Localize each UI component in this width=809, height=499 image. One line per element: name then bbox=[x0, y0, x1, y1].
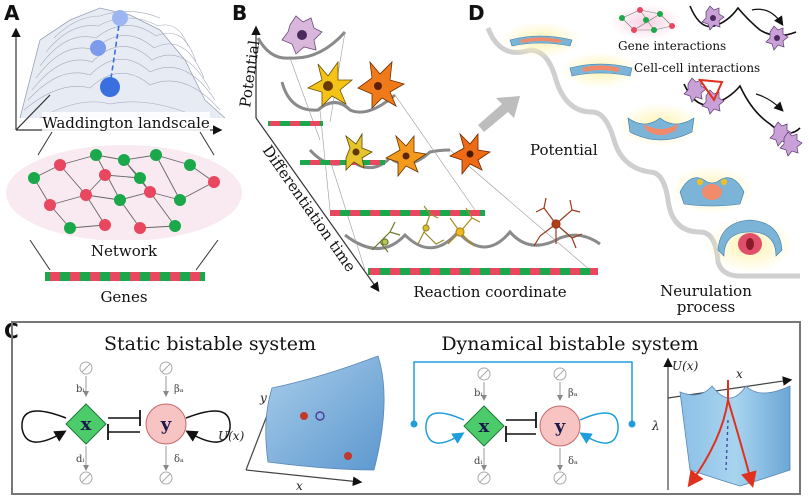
reaction-coordinate-label: Reaction coordinate bbox=[413, 283, 566, 301]
panel-label-d: D bbox=[468, 1, 485, 25]
gene-interactions-label: Gene interactions bbox=[618, 39, 726, 53]
rate-beta-dynamic: βₐ bbox=[568, 388, 578, 399]
dynamic-axis-u: U(x) bbox=[672, 359, 699, 373]
gene-network bbox=[6, 145, 242, 241]
network-label: Network bbox=[91, 242, 158, 260]
static-axis-y: y bbox=[259, 391, 267, 405]
rate-beta-static: βₐ bbox=[174, 384, 184, 395]
potential-axis-label: Potential bbox=[236, 39, 263, 109]
rate-delta-static: δₐ bbox=[174, 454, 184, 465]
dynamic-title: Dynamical bistable system bbox=[441, 333, 698, 355]
rate-d-static: dᵢ bbox=[76, 454, 84, 465]
dynamic-axis-lambda: λ bbox=[651, 419, 660, 433]
time-strip-3 bbox=[330, 210, 485, 216]
waddington-label: Waddington landscale bbox=[42, 114, 210, 132]
gene-strip bbox=[45, 272, 205, 281]
rate-delta-dynamic: δₐ bbox=[568, 456, 578, 467]
cell-yellow-star bbox=[306, 60, 354, 107]
dynamic-surface bbox=[663, 357, 793, 490]
cells-stage-3 bbox=[345, 132, 492, 178]
time-strip-4 bbox=[368, 268, 598, 275]
dynamic-axis-x: x bbox=[736, 367, 743, 381]
genes-label: Genes bbox=[100, 288, 147, 306]
ball-top bbox=[112, 10, 128, 26]
neurulation-stages bbox=[501, 22, 794, 273]
static-surface bbox=[245, 355, 385, 487]
cell-cell-interactions-label: Cell-cell interactions bbox=[634, 61, 760, 75]
node-y-dynamic: y bbox=[554, 416, 566, 437]
time-strip-2 bbox=[300, 160, 385, 165]
panel-label-b: B bbox=[232, 1, 247, 25]
neuron-drawings bbox=[371, 197, 583, 253]
cell-orange-star bbox=[357, 60, 406, 109]
cell-landscape-bottom bbox=[683, 77, 803, 157]
waddington-landscape bbox=[11, 7, 226, 135]
node-y-static: y bbox=[160, 414, 172, 435]
panel-c-frame bbox=[11, 321, 801, 495]
node-x-dynamic: x bbox=[479, 416, 490, 437]
panel-label-a: A bbox=[4, 1, 20, 25]
gene-interactions-network bbox=[610, 4, 682, 40]
node-x-static: x bbox=[81, 414, 92, 435]
transition-arrow bbox=[478, 96, 520, 132]
neurulation-label-line1: Neurulation bbox=[660, 282, 752, 300]
rate-d-dynamic: dᵢ bbox=[474, 456, 482, 467]
rate-b-dynamic: bᵢ bbox=[474, 388, 482, 399]
potential-d-label: Potential bbox=[530, 141, 598, 159]
rate-b-static: bᵢ bbox=[76, 384, 84, 395]
cell-landscape-top bbox=[689, 5, 797, 51]
static-circuit: bᵢ x dᵢ βₐ y δₐ bbox=[21, 361, 231, 485]
panel-b-axes bbox=[251, 25, 380, 292]
dynamic-circuit: bᵢ x dᵢ βₐ y δₐ bbox=[410, 361, 636, 485]
static-title: Static bistable system bbox=[104, 333, 316, 355]
cell-stem bbox=[281, 15, 323, 55]
static-axis-u: U(x) bbox=[218, 429, 245, 443]
neurulation-label-line2: process bbox=[677, 298, 735, 316]
static-axis-x: x bbox=[296, 479, 303, 493]
time-strip-1 bbox=[268, 121, 323, 126]
ball-middle bbox=[90, 40, 106, 56]
ball-bottom bbox=[100, 77, 120, 97]
